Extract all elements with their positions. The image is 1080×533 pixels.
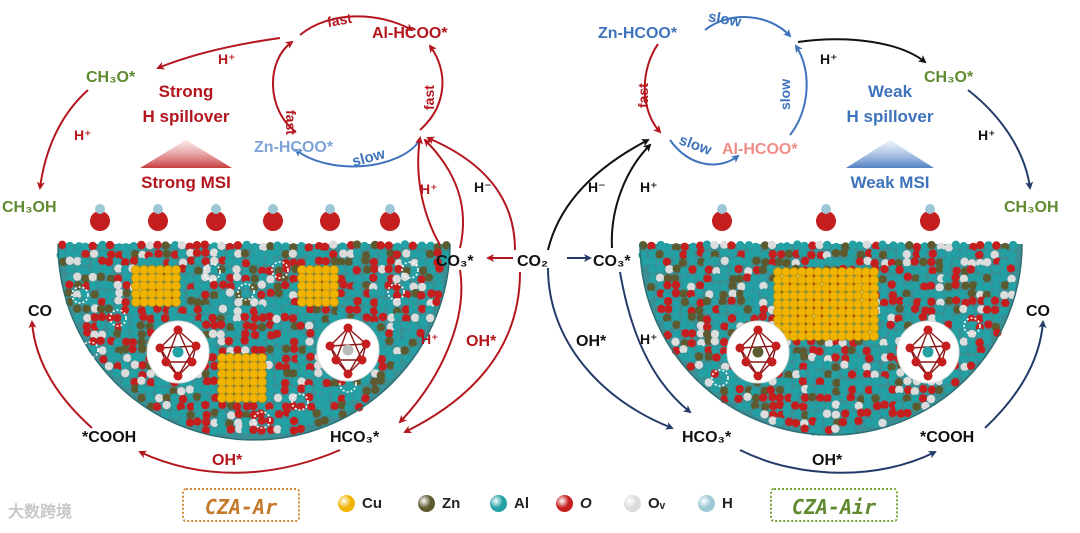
left-msi: Strong MSI [141, 173, 231, 192]
left-al-hcoo: Al-HCOO* [372, 25, 448, 42]
right-label-slow-top: slow [707, 8, 743, 31]
legend-item-ov: Oᵥ [624, 491, 665, 515]
legend-swatch-zn [418, 495, 435, 512]
legend-label-o: O [580, 495, 592, 512]
left-bottom-oh: OH* [212, 452, 243, 469]
left-co: CO [28, 303, 52, 320]
hydrogen-atom [95, 204, 105, 214]
right-label-slow-right: slow [777, 79, 793, 110]
right-arrow-co3-to-cycle [612, 145, 650, 248]
right-ch3oh: CH₃OH [1004, 199, 1059, 216]
left-label-slow-bottom: slow [350, 145, 387, 170]
legend-swatch-ov [624, 495, 641, 512]
legend-item-zn: Zn [418, 491, 460, 515]
right-co: CO [1026, 303, 1050, 320]
legend-item-h: H [698, 491, 733, 515]
legend-swatch-o [556, 495, 573, 512]
strong-spillover-triangle [140, 140, 232, 168]
watermark-text: 大数跨境 [8, 498, 72, 522]
right-hco3: HCO₃* [682, 429, 732, 446]
legend-label-h: H [722, 495, 733, 512]
hydroxyl-adsorbates [90, 204, 940, 231]
left-hplus-co3: H⁺ [420, 181, 438, 197]
left-cooh: *COOH [82, 429, 136, 446]
left-label-fast-right: fast [421, 85, 437, 110]
hydrogen-atom [717, 204, 727, 214]
left-hminus: H⁻ [474, 179, 492, 195]
left-hplus-low: H⁺ [421, 331, 439, 347]
right-hplus-mid: H⁺ [978, 127, 996, 143]
left-spillover-line2: H spillover [143, 107, 230, 126]
legend-cza-ar-box: CZA-Ar [182, 488, 300, 522]
co2-label: CO₂ [517, 253, 548, 270]
right-hminus: H⁻ [588, 179, 606, 195]
right-hplus-low: H⁺ [640, 331, 658, 347]
left-hco3: HCO₃* [330, 429, 380, 446]
left-ch3oh: CH₃OH [2, 199, 57, 216]
right-zn-hcoo: Zn-HCOO* [598, 25, 678, 42]
legend-label-cu: Cu [362, 495, 382, 512]
right-spillover-line2: H spillover [847, 107, 934, 126]
left-label-fast-left: fast [283, 110, 299, 135]
right-arrow-co2-to-cycle [548, 140, 648, 250]
legend-label-ov: Oᵥ [648, 495, 665, 512]
left-label-fast-top: fast [326, 10, 354, 30]
legend-swatch-h [698, 495, 715, 512]
legend-label-zn: Zn [442, 495, 460, 512]
left-zn-hcoo: Zn-HCOO* [254, 139, 334, 156]
left-spillover-line1: Strong [159, 82, 214, 101]
cza-ar-particles [57, 240, 451, 440]
legend-label-al: Al [514, 495, 529, 512]
left-hplus-mid: H⁺ [74, 127, 92, 143]
legend-cza-air-box: CZA-Air [770, 488, 898, 522]
right-oh: OH* [576, 333, 607, 350]
hydrogen-atom [325, 204, 335, 214]
weak-spillover-triangle [846, 140, 934, 168]
right-hplus-top: H⁺ [820, 51, 838, 67]
right-hplus-co3: H⁺ [640, 179, 658, 195]
legend-item-al: Al [490, 491, 529, 515]
right-bottom-oh: OH* [812, 452, 843, 469]
right-arrow-to-ch3o [798, 39, 925, 62]
left-ch3o: CH₃O* [86, 69, 136, 86]
right-label-slow-bottom: slow [677, 132, 714, 159]
hydrogen-atom [211, 204, 221, 214]
legend-item-cu: Cu [338, 491, 382, 515]
right-al-hcoo: Al-HCOO* [722, 141, 798, 158]
right-msi: Weak MSI [850, 173, 929, 192]
legend-swatch-al [490, 495, 507, 512]
right-label-fast-left: fast [635, 83, 651, 108]
left-co3: CO₃* [436, 253, 474, 270]
hydrogen-atom [153, 204, 163, 214]
legend-item-o: O [556, 491, 592, 515]
right-cooh: *COOH [920, 429, 974, 446]
left-oh: OH* [466, 333, 497, 350]
hydrogen-atom [385, 204, 395, 214]
hydrogen-atom [925, 204, 935, 214]
hydrogen-atom [268, 204, 278, 214]
legend-swatch-cu [338, 495, 355, 512]
right-co3: CO₃* [593, 253, 631, 270]
left-hplus-top: H⁺ [218, 51, 236, 67]
hydrogen-atom [821, 204, 831, 214]
right-ch3o: CH₃O* [924, 69, 974, 86]
right-spillover-line1: Weak [868, 82, 913, 101]
left-arrow-co2-to-cycle [428, 138, 515, 250]
